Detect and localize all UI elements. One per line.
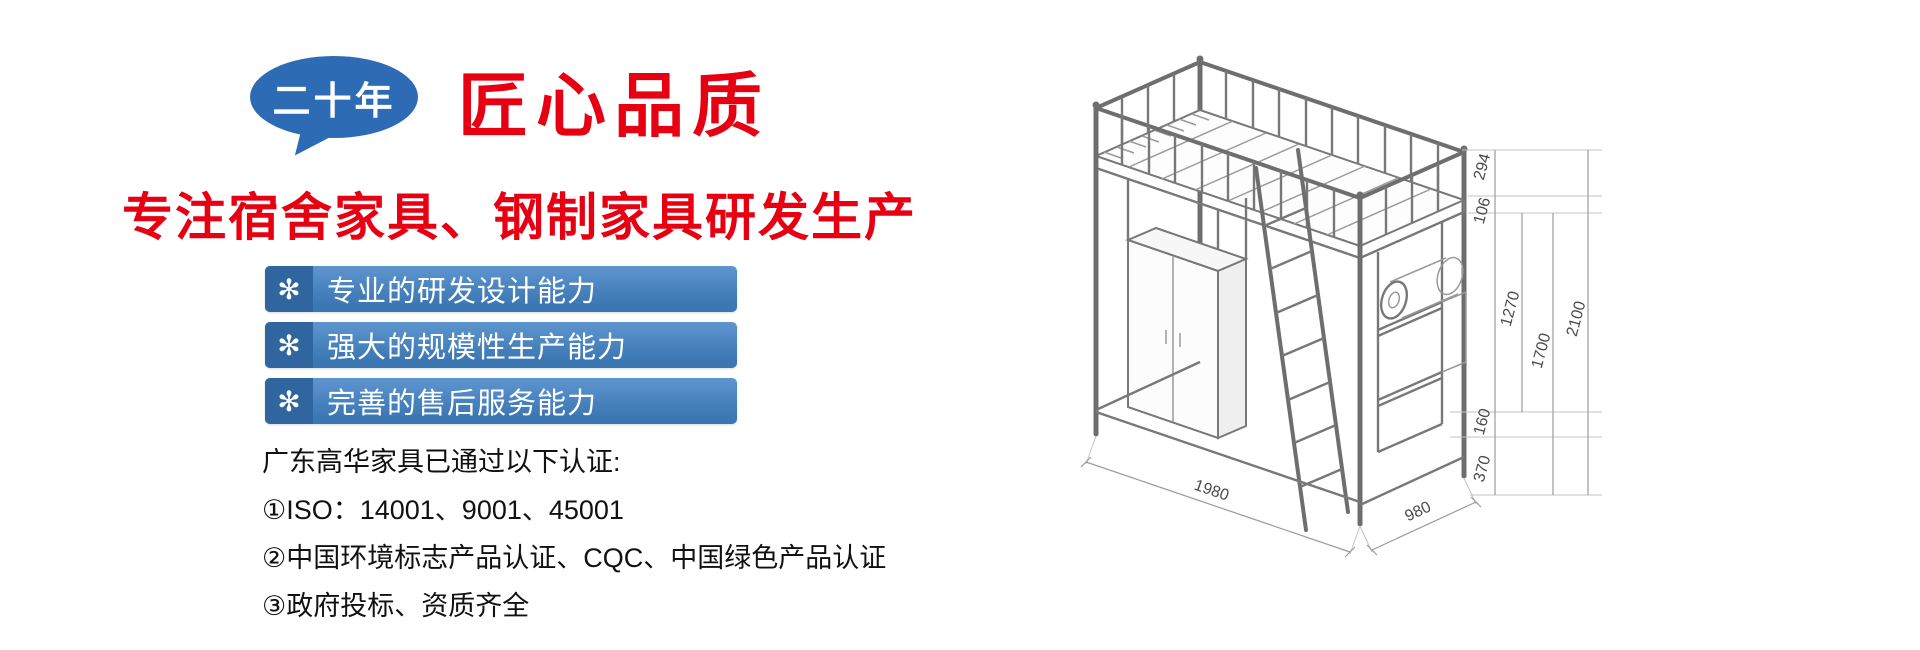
flower-icon: ✻	[265, 266, 313, 312]
ladder	[1254, 148, 1350, 532]
capability-label-1: 专业的研发设计能力	[327, 276, 598, 308]
certification-list: 广东高华家具已通过以下认证: ①ISO：14001、9001、45001 ②中国…	[262, 438, 886, 630]
dimension-label-980: 980	[1402, 499, 1433, 526]
dimension-labels: 294 106 1270 1700 2100 160 370 1980 980	[1192, 152, 1590, 526]
capability-bar-1: ✻ 专业的研发设计能力	[265, 266, 737, 312]
dimension-label-370: 370	[1471, 454, 1494, 484]
years-badge: 二十年	[250, 56, 418, 138]
certification-item-1: ①ISO：14001、9001、45001	[262, 495, 624, 525]
dimension-label-294: 294	[1471, 152, 1494, 182]
dimension-label-2100: 2100	[1564, 299, 1590, 338]
dimension-label-1270: 1270	[1498, 289, 1524, 328]
lower-stretchers	[1095, 360, 1465, 507]
years-badge-label: 二十年	[272, 80, 396, 123]
subheadline: 专注宿舍家具、钢制家具研发生产	[122, 189, 918, 246]
guardrails	[1094, 60, 1466, 237]
certification-title: 广东高华家具已通过以下认证:	[262, 447, 621, 477]
rolled-mattress	[1379, 256, 1464, 320]
flower-icon: ✻	[265, 378, 313, 424]
certification-item-3: ③政府投标、资质齐全	[262, 591, 530, 621]
wardrobe	[1125, 178, 1249, 440]
capability-bar-2: ✻ 强大的规模性生产能力	[265, 322, 737, 368]
dimension-lines	[1080, 149, 1602, 558]
capability-label-3: 完善的售后服务能力	[327, 388, 598, 420]
flower-icon: ✻	[265, 322, 313, 368]
product-dimension-diagram: 294 106 1270 1700 2100 160 370 1980 980	[1010, 0, 1650, 650]
capability-label-2: 强大的规模性生产能力	[327, 332, 628, 364]
dimension-label-106: 106	[1471, 196, 1494, 226]
loft-bed-drawing: 294 106 1270 1700 2100 160 370 1980 980	[1080, 55, 1602, 558]
certification-item-2: ②中国环境标志产品认证、CQC、中国绿色产品认证	[262, 543, 887, 573]
dimension-label-1700: 1700	[1529, 331, 1555, 370]
shelf-unit	[1376, 222, 1467, 454]
headline: 匠心品质	[458, 67, 770, 145]
capability-bar-3: ✻ 完善的售后服务能力	[265, 378, 737, 424]
dimension-label-160: 160	[1471, 407, 1494, 437]
